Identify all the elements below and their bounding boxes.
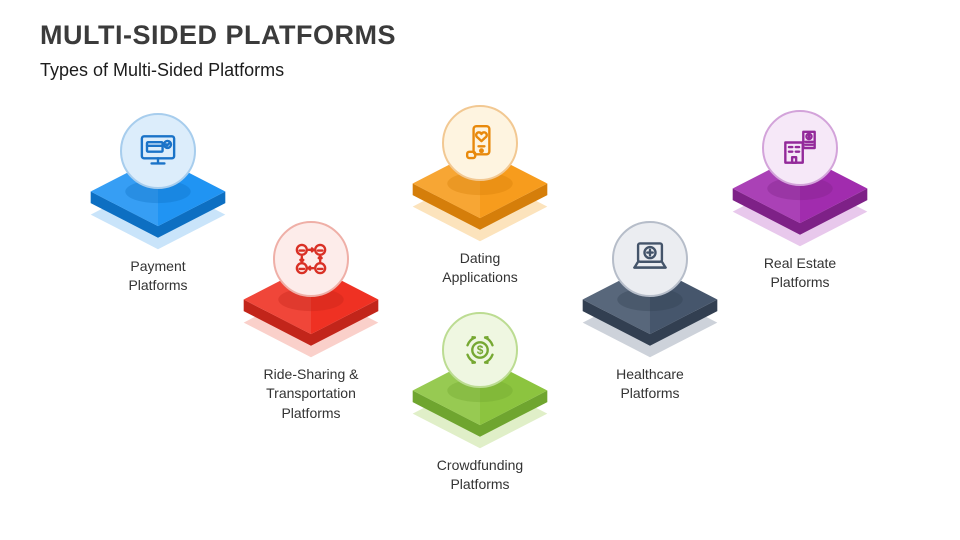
page-title: MULTI-SIDED PLATFORMS	[40, 20, 396, 50]
platform-stage	[540, 221, 760, 363]
platform-stage	[370, 105, 590, 247]
page-subtitle: Types of Multi-Sided Platforms	[40, 60, 285, 80]
platform-stage	[48, 113, 268, 255]
platform-crowdfunding: $ Crowdfunding Platforms	[370, 312, 590, 495]
payment-icon-badge	[120, 113, 196, 189]
crowdfunding-icon-badge: $	[442, 312, 518, 388]
dating-icon-badge	[442, 105, 518, 181]
platform-diamond	[243, 264, 379, 358]
platform-ride-sharing: Ride-Sharing & Transportation Platforms	[201, 221, 421, 423]
platform-diamond	[732, 153, 868, 247]
platform-label: Healthcare Platforms	[616, 366, 684, 402]
platform-label: Ride-Sharing & Transportation Platforms	[263, 366, 359, 421]
ride-sharing-icon	[295, 243, 327, 275]
ride-sharing-icon-badge	[273, 221, 349, 297]
platform-label: Payment Platforms	[128, 258, 188, 294]
healthcare-icon-badge	[612, 221, 688, 297]
real-estate-icon	[784, 130, 816, 164]
real-estate-icon-badge	[762, 110, 838, 186]
svg-text:$: $	[477, 343, 484, 357]
dating-phone-icon	[465, 124, 491, 160]
platform-label: Dating Applications	[442, 250, 518, 286]
platform-stage	[201, 221, 421, 363]
platform-label: Real Estate Platforms	[763, 255, 837, 291]
payment-monitor-icon	[140, 135, 176, 165]
platform-label: Crowdfunding Platforms	[436, 457, 524, 493]
healthcare-laptop-icon	[633, 242, 667, 269]
platform-stage	[690, 110, 910, 252]
platform-stage: $	[370, 312, 590, 454]
platform-payment: Payment Platforms	[48, 113, 268, 296]
platform-dating: Dating Applications	[370, 105, 590, 288]
platform-diamond	[412, 148, 548, 242]
crowdfunding-icon: $	[466, 335, 494, 365]
platform-real-estate: Real Estate Platforms	[690, 110, 910, 293]
platform-healthcare: Healthcare Platforms	[540, 221, 760, 404]
